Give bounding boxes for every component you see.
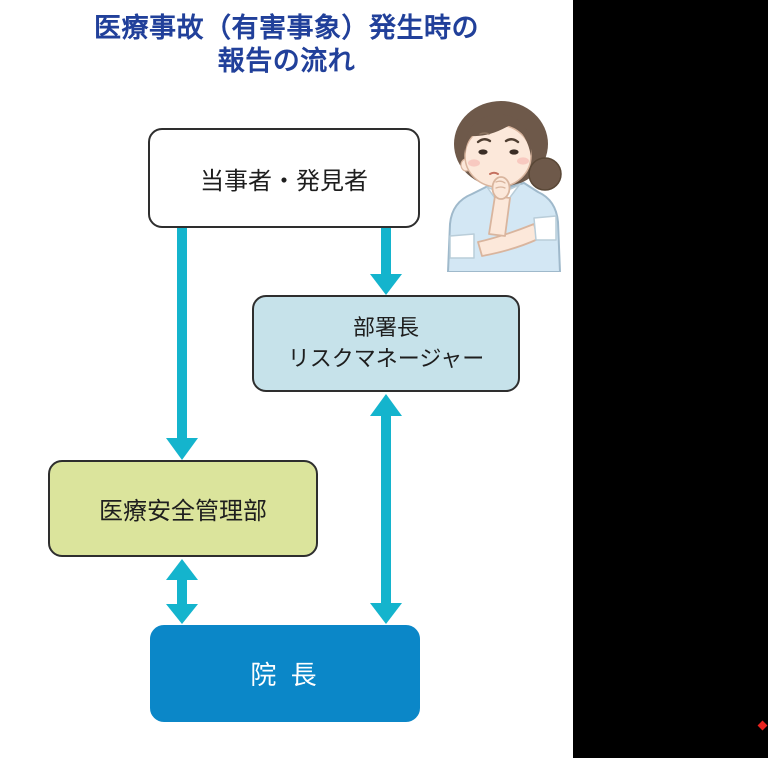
page-title: 医療事故（有害事象）発生時の 報告の流れ xyxy=(0,12,573,78)
node-medical-safety-dept: 医療安全管理部 xyxy=(48,460,318,557)
node-safety-label: 医療安全管理部 xyxy=(99,497,267,525)
node-director-label: 院 長 xyxy=(250,661,320,691)
arrow-safety-director-twoway xyxy=(166,559,198,624)
node-department-head-risk-manager: 部署長 リスクマネージャー xyxy=(252,295,520,392)
arrow-manager-director-twoway xyxy=(370,394,402,624)
page-title-line1: 医療事故（有害事象）発生時の xyxy=(94,13,479,44)
node-reporter: 当事者・発見者 xyxy=(148,128,420,228)
page-title-line2: 報告の流れ xyxy=(217,46,356,77)
node-manager-label: 部署長 リスクマネージャー xyxy=(288,313,484,375)
arrow-reporter-to-safety xyxy=(166,228,198,460)
node-hospital-director: 院 長 xyxy=(150,625,420,722)
node-manager-label-line1: 部署長 xyxy=(352,315,419,341)
node-reporter-label: 当事者・発見者 xyxy=(200,166,368,195)
thinking-nurse-icon xyxy=(447,101,562,272)
node-manager-label-line2: リスクマネージャー xyxy=(287,346,485,372)
arrow-reporter-to-manager xyxy=(370,228,402,295)
black-side-panel xyxy=(573,0,768,758)
